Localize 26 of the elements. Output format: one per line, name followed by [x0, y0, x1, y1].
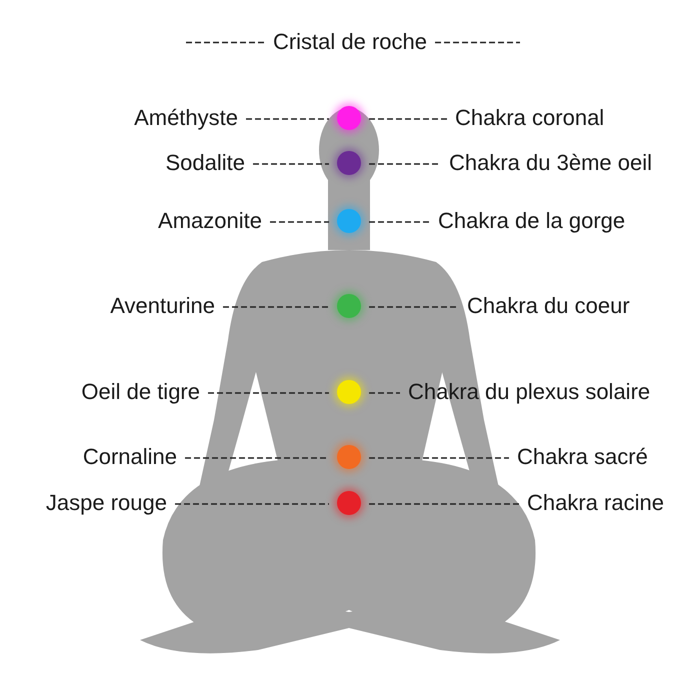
stone-label: Jaspe rouge: [46, 490, 167, 516]
leader-line: [185, 457, 329, 459]
chakra-label: Chakra coronal: [455, 105, 604, 131]
chakra-label: Chakra sacré: [517, 444, 648, 470]
chakra-label: Chakra du 3ème oeil: [449, 150, 652, 176]
leader-line: [369, 306, 459, 308]
leader-line: [369, 221, 430, 223]
leader-line: [369, 163, 441, 165]
chakra-dot: [337, 106, 361, 130]
leader-line: [369, 457, 509, 459]
leader-line: [246, 118, 329, 120]
title: Cristal de roche: [272, 29, 428, 54]
chakra-label: Chakra de la gorge: [438, 208, 626, 234]
stone-label: Aventurine: [110, 293, 215, 319]
leader-line: [369, 503, 519, 505]
leader-line: [369, 118, 447, 120]
chakra-label: Chakra racine: [527, 490, 664, 516]
stone-label: Oeil de tigre: [81, 379, 200, 405]
stone-label: Cornaline: [82, 444, 177, 470]
leader-line: [270, 221, 329, 223]
stone-label: Sodalite: [165, 150, 245, 176]
stone-label: Améthyste: [134, 105, 238, 131]
chakra-label: Chakra du coeur: [467, 293, 630, 319]
leader-line: [253, 163, 329, 165]
stone-label: Amazonite: [158, 208, 262, 234]
leader-line: [369, 392, 400, 394]
